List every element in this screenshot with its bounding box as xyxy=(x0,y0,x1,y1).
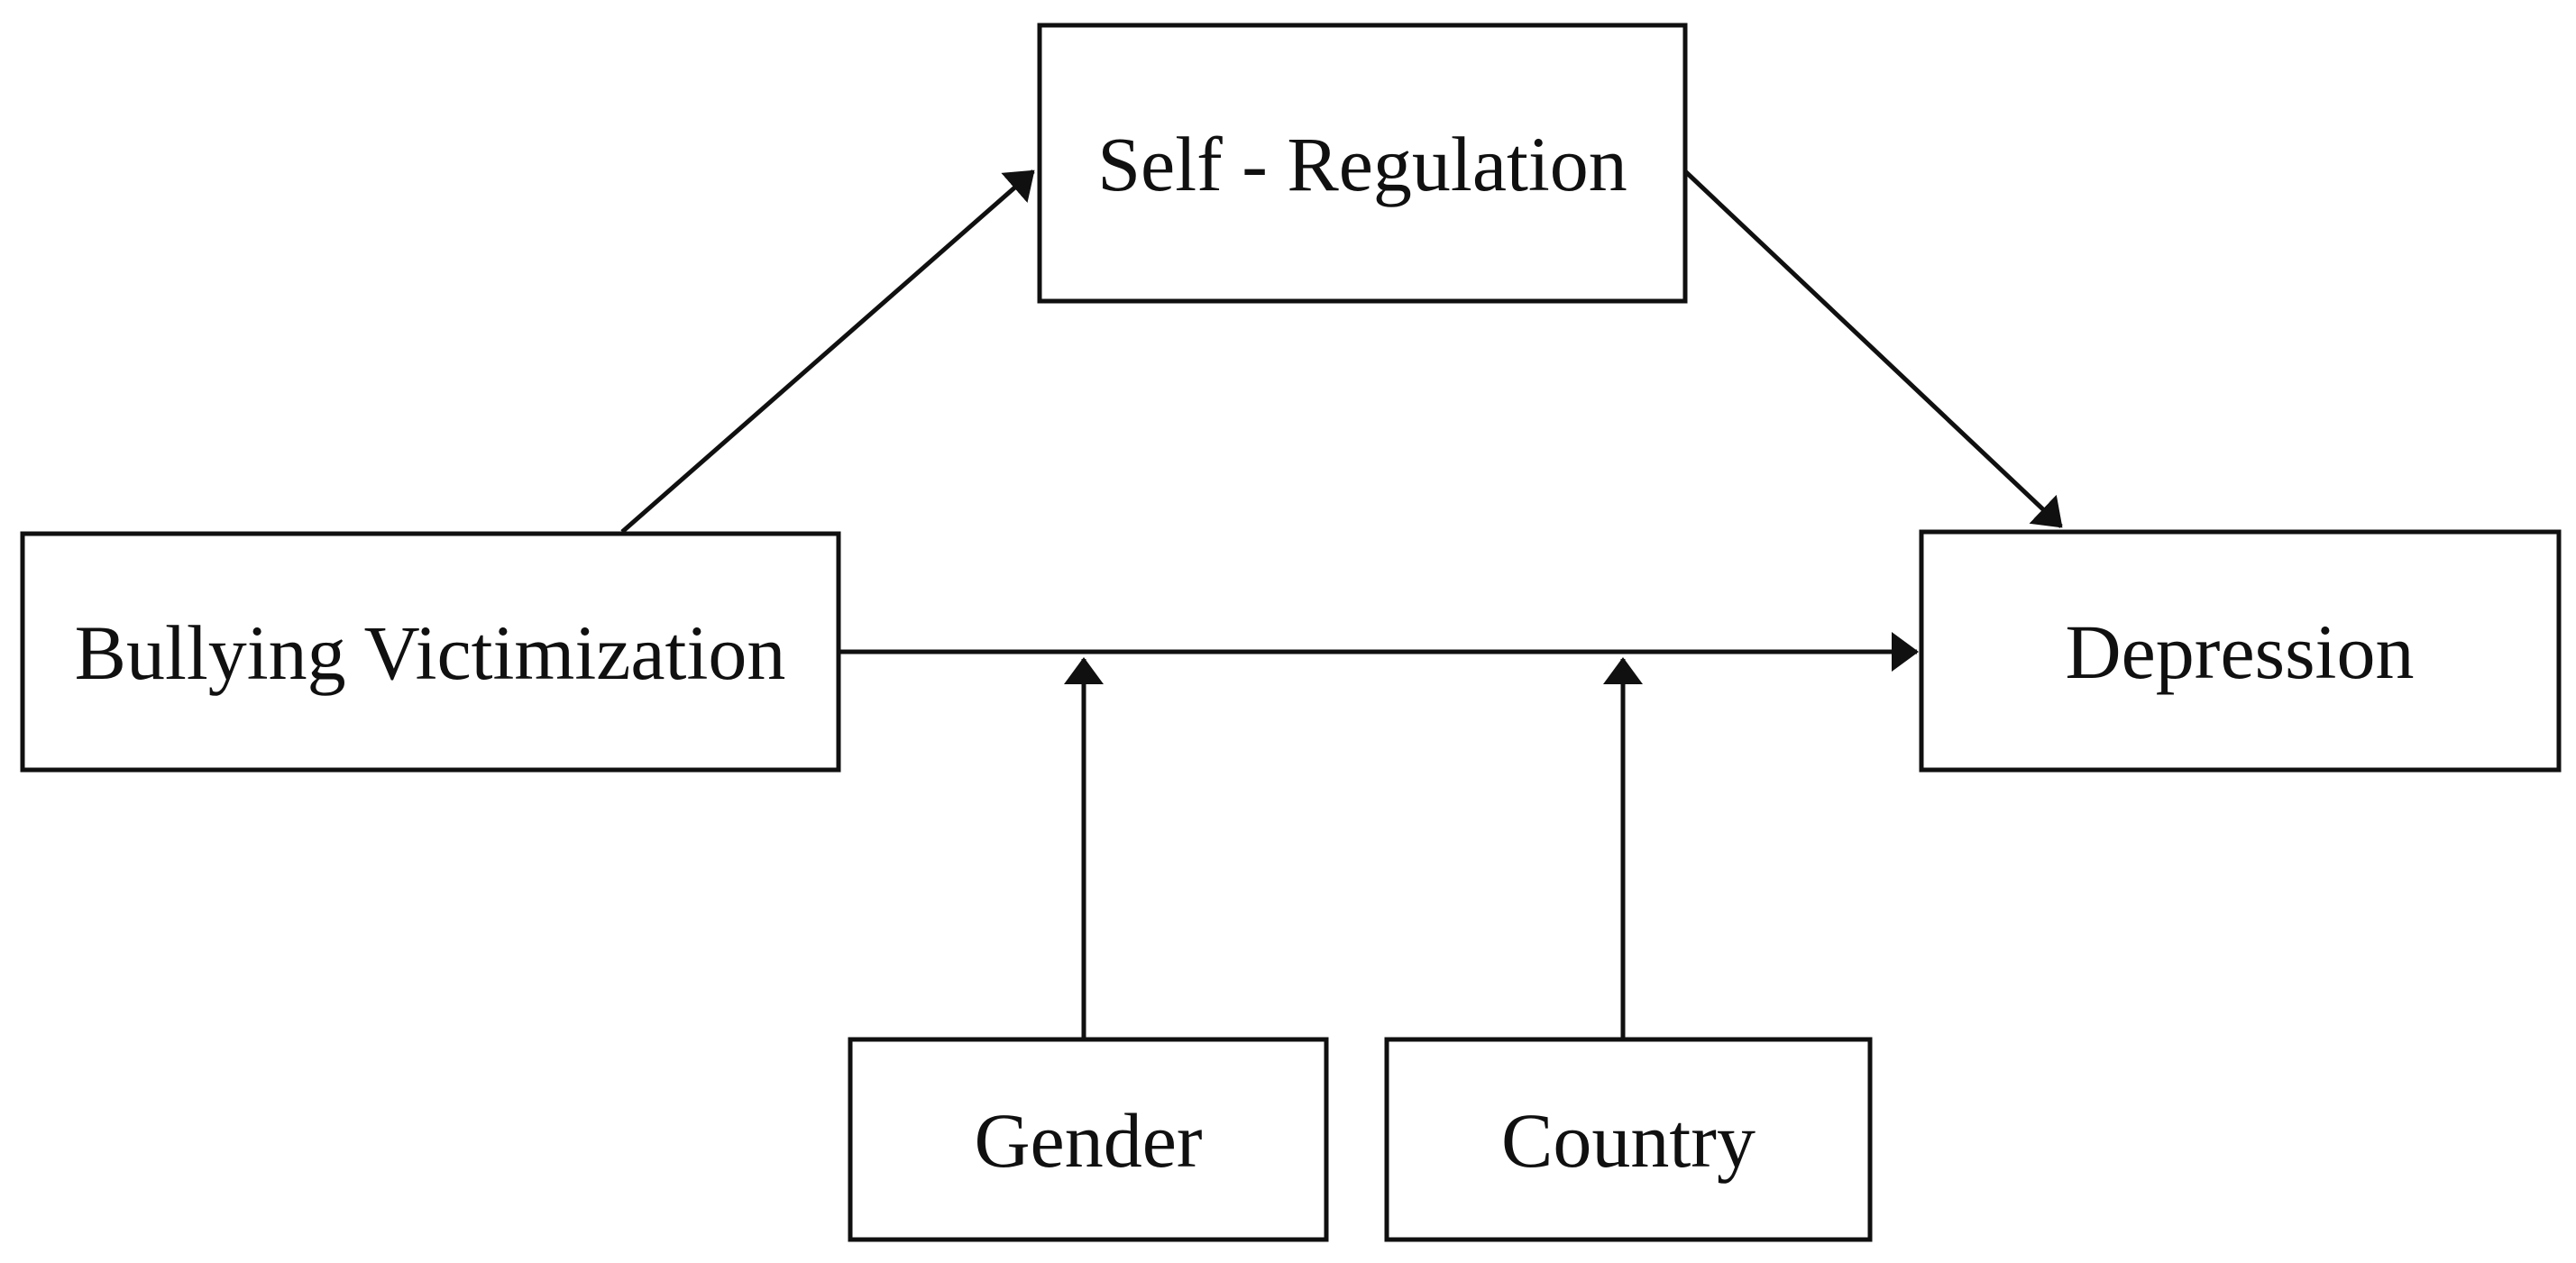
node-bullying-victimization-box xyxy=(20,531,841,773)
node-self-regulation: Self - Regulation xyxy=(1037,23,1688,304)
arrow-self-regulation-to-depression xyxy=(1683,169,2063,528)
node-country-label: Country xyxy=(1501,1097,1756,1184)
node-depression-label: Depression xyxy=(2066,609,2415,695)
node-depression: Depression xyxy=(1919,529,2562,773)
arrow-bullying-to-self-regulation xyxy=(620,169,1035,534)
node-gender: Gender xyxy=(848,1037,1329,1242)
node-country: Country xyxy=(1384,1037,1873,1242)
node-depression-box xyxy=(1919,529,2562,773)
node-country-box xyxy=(1384,1037,1873,1242)
node-gender-label: Gender xyxy=(974,1097,1202,1184)
node-bullying-victimization-label: Bullying Victimization xyxy=(75,609,786,696)
node-self-regulation-box xyxy=(1037,23,1688,304)
node-gender-box xyxy=(848,1037,1329,1242)
node-bullying-victimization: Bullying Victimization xyxy=(20,531,841,773)
node-self-regulation-label: Self - Regulation xyxy=(1097,121,1627,207)
